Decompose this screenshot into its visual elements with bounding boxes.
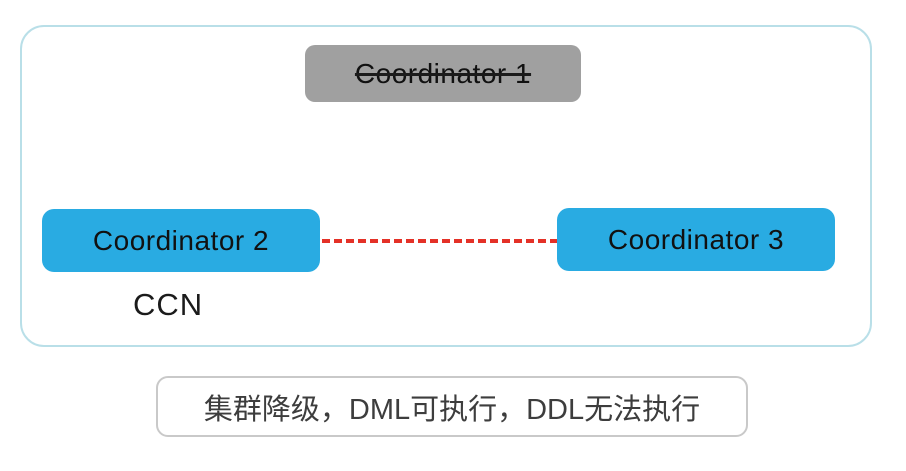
- caption-text: 集群降级，DML可执行，DDL无法执行: [203, 393, 701, 426]
- dashed-link-coordinator2-coordinator3: [322, 239, 558, 243]
- node-coordinator-2-label: Coordinator 2: [92, 224, 270, 256]
- node-coordinator-3-label: Coordinator 3: [607, 223, 785, 255]
- node-coordinator-1: Coordinator 1: [305, 45, 581, 102]
- ccn-label: CCN: [133, 287, 204, 322]
- node-coordinator-2: Coordinator 2: [42, 209, 320, 272]
- caption-box: 集群降级，DML可执行，DDL无法执行: [156, 376, 748, 437]
- node-coordinator-1-label: Coordinator 1: [354, 57, 532, 89]
- node-coordinator-3: Coordinator 3: [557, 208, 835, 271]
